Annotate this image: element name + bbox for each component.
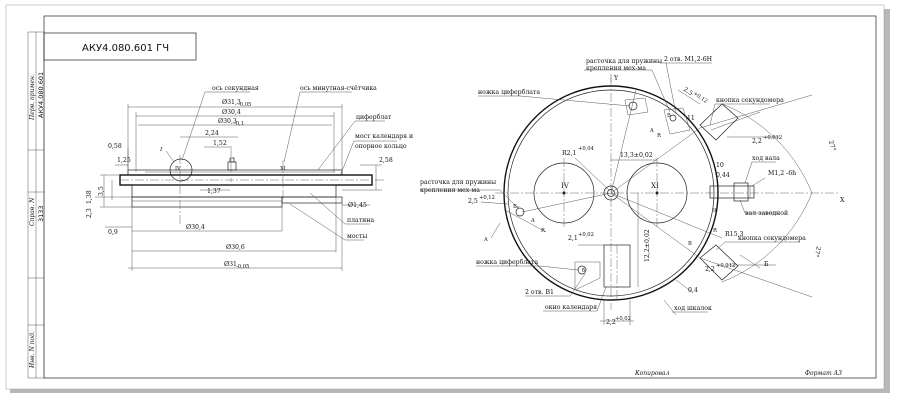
mark-r-left: R bbox=[541, 228, 546, 234]
dim-d313: Ø31,3 bbox=[222, 99, 241, 106]
callout-holes-b1: 2 отв. В1 bbox=[525, 289, 554, 296]
callout-shaft-m12: М1,2 -6h bbox=[768, 170, 796, 177]
dim-22-bottom-tol: +0,012 bbox=[716, 263, 735, 269]
side-roman-iv: IV bbox=[175, 166, 181, 172]
callout-spring-bore-left-line1: расточка для пружины bbox=[420, 179, 496, 186]
front-center-hub bbox=[603, 185, 619, 201]
callout-plate: платина bbox=[347, 217, 374, 224]
callout-winding-shaft: вал заводной bbox=[745, 210, 788, 217]
dim-224: 2,24 bbox=[205, 130, 219, 137]
dim-22-bottom: 2,2 bbox=[705, 266, 715, 273]
dim-21-a: 2,1 bbox=[568, 235, 578, 242]
dim-22-low: 2,2 bbox=[606, 319, 616, 326]
callout-crown: ход вала bbox=[752, 155, 780, 162]
side-view-mark: I bbox=[159, 147, 163, 153]
dim-10: 10 bbox=[716, 162, 724, 169]
dim-044: 0,44 bbox=[716, 172, 730, 179]
callout-bridges: мосты bbox=[347, 233, 367, 240]
callout-button-stopwatch-top: кнопка секундомера bbox=[716, 97, 784, 104]
front-view: Y X IV XI R2,1 +0,04 13,3±0,02 2,1 +0,02… bbox=[420, 56, 845, 326]
mark-a-section: A bbox=[483, 237, 488, 243]
dim-r153: R15,3 bbox=[725, 231, 743, 238]
dim-25-left: 2,5 bbox=[468, 198, 478, 205]
side-roman-xi: XI bbox=[280, 166, 286, 172]
side-detail-circle bbox=[169, 158, 193, 182]
callout-axis-seconds: ось секундная bbox=[212, 85, 259, 92]
side-inv-label: Инв. N под. bbox=[29, 331, 36, 369]
callout-button-stopwatch-bottom: кнопка секундомера bbox=[738, 235, 806, 242]
front-roman-iv: IV bbox=[561, 182, 570, 190]
dim-d306: Ø30,6 bbox=[226, 244, 245, 251]
dim-d304-top: Ø30,4 bbox=[222, 109, 241, 116]
mark-a-left: A bbox=[530, 218, 535, 224]
drawing-designation: АКУ4.080.601 ГЧ bbox=[82, 43, 169, 54]
callout-dial-leg-bottom: ножка циферблата bbox=[476, 259, 538, 266]
side-view: I IV XI Ø31,3 -0,05 Ø30,4 Ø30,3 -0,1 2,2… bbox=[86, 85, 413, 271]
dim-138: 1,38 bbox=[86, 190, 93, 204]
dim-d313-tol: -0,05 bbox=[238, 102, 251, 108]
side-strip: Перв. примен. АКУ4.080.601 Справ. N 3133… bbox=[27, 31, 45, 379]
mark-b-low: В bbox=[688, 241, 692, 247]
side-designation: АКУ4.080.601 bbox=[37, 72, 45, 118]
mark-r-low: R bbox=[713, 228, 718, 234]
mark-9: 9 bbox=[713, 208, 716, 214]
side-ref-label: Справ. N bbox=[29, 197, 36, 226]
dim-ang27-top: 27° bbox=[827, 140, 837, 152]
callout-spring-bore-top-line2: крепления мех-ма bbox=[586, 65, 646, 72]
dim-25-left-tol: +0,12 bbox=[479, 195, 495, 201]
dim-r21-tol: +0,04 bbox=[578, 146, 595, 152]
callout-spring-bore-top-line1: расточка для пружины bbox=[586, 58, 662, 65]
mark-6: б bbox=[582, 267, 585, 274]
footer-format: Формат А3 bbox=[805, 370, 842, 377]
dim-04: 0,4 bbox=[688, 287, 698, 294]
dim-258: 2,58 bbox=[379, 157, 393, 164]
callout-shaft-travel: ход шкалок bbox=[674, 305, 712, 312]
mark-b-bottom: Б bbox=[764, 261, 769, 268]
side-ref-number: 3133 bbox=[37, 205, 45, 222]
mark-b0: В₀ bbox=[513, 204, 519, 210]
dim-122: 12,2±0,02 bbox=[644, 229, 651, 262]
dim-22-top-tol: +0,012 bbox=[763, 135, 782, 141]
dim-152: 1,52 bbox=[213, 140, 227, 147]
side-first-use-label: Перв. примен. bbox=[29, 74, 36, 121]
callout-dial-leg-top: ножка циферблата bbox=[478, 89, 540, 96]
dim-22-top: 2,2 bbox=[752, 138, 762, 145]
callout-calendar-window: окно календаря bbox=[545, 304, 597, 311]
footer-copied: Копировал bbox=[634, 370, 670, 377]
dim-d145: Ø1,45 bbox=[348, 202, 367, 209]
mark-b-top: В bbox=[667, 113, 671, 119]
dim-d303: Ø30,3 bbox=[218, 118, 237, 125]
dim-d31-tol: -0,05 bbox=[236, 264, 249, 270]
dim-d303-tol: -0,1 bbox=[234, 121, 244, 127]
dim-09: 0,9 bbox=[108, 229, 118, 236]
dim-11: 11 bbox=[687, 115, 695, 122]
callout-dial: циферблат bbox=[356, 114, 392, 121]
dim-ang27-bottom: 27° bbox=[812, 245, 822, 257]
callout-axis-minutes: ось минутная-счётчика bbox=[300, 85, 377, 92]
dim-r21: R2,1 bbox=[562, 150, 577, 157]
dim-133: 13,3±0,02 bbox=[620, 152, 653, 159]
dim-35: 3,5 bbox=[98, 186, 105, 196]
dim-d304-bottom: Ø30,4 bbox=[186, 224, 205, 231]
front-winding-shaft bbox=[709, 185, 755, 199]
axis-x-label: X bbox=[840, 197, 845, 204]
dim-058: 0,58 bbox=[108, 143, 122, 150]
callout-bridge-line2: опорное кольцо bbox=[355, 143, 407, 150]
mark-r-top: R bbox=[657, 133, 662, 139]
dim-23: 2,3 bbox=[86, 208, 93, 218]
front-roman-xi: XI bbox=[651, 182, 659, 190]
dim-d31: Ø31 bbox=[224, 261, 237, 268]
dim-21-a-tol: +0,02 bbox=[578, 232, 594, 238]
callout-holes-m12: 2 отв. М1,2-6Н bbox=[664, 56, 713, 63]
callout-spring-bore-left-line2: крепления мех-ма bbox=[420, 187, 480, 194]
dim-25-top: 2,5 bbox=[682, 86, 694, 97]
dim-137: 1,37 bbox=[207, 188, 221, 195]
mark-a-top: A bbox=[649, 128, 654, 134]
dim-125: 1,25 bbox=[117, 157, 131, 164]
designation-box: АКУ4.080.601 ГЧ bbox=[43, 32, 197, 61]
axis-y-label: Y bbox=[613, 75, 619, 82]
callout-bridge-line1: мост календаря и bbox=[355, 133, 413, 140]
dim-22-low-tol: +0,02 bbox=[615, 316, 631, 322]
